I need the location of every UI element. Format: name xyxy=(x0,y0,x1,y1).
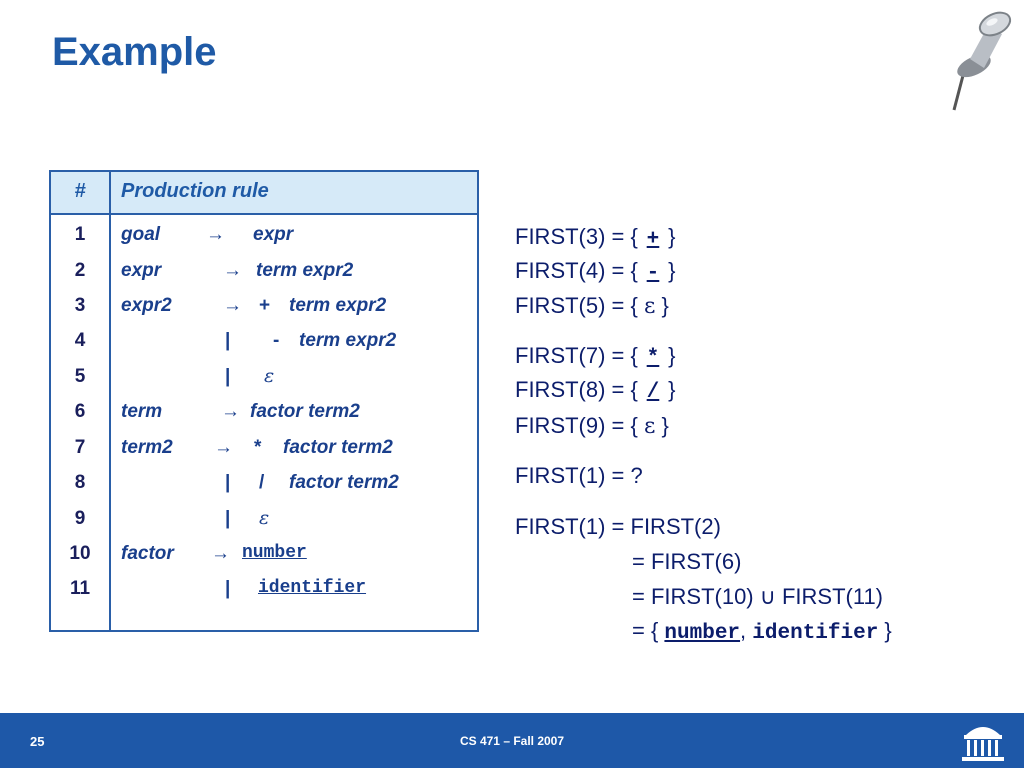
rule-number: 11 xyxy=(69,578,91,599)
rule-number: 8 xyxy=(74,472,86,493)
rule-rhs: term expr2 xyxy=(256,260,354,281)
rule-lhs: expr xyxy=(121,260,162,281)
rule-number: 3 xyxy=(74,295,86,316)
terminal-number: number xyxy=(242,543,307,563)
slide-title: Example xyxy=(52,30,217,74)
table-header xyxy=(51,172,477,215)
rule-lhs: term xyxy=(121,401,163,422)
arrow-icon: → xyxy=(221,401,240,422)
rule-operator: + xyxy=(259,295,271,316)
rule-lhs: factor xyxy=(121,543,174,564)
footer-bar: 25 CS 471 – Fall 2007 xyxy=(0,713,1024,768)
page-number: 25 xyxy=(30,734,45,749)
rule-operator: * xyxy=(254,437,262,458)
rotunda-logo-icon xyxy=(962,727,1004,761)
arrow-icon: → xyxy=(206,224,225,245)
rule-lhs: goal xyxy=(121,224,161,245)
rule-operator: / xyxy=(259,472,265,493)
rule-number: 10 xyxy=(69,543,91,564)
rule-number: 6 xyxy=(74,401,86,422)
first-set-line: FIRST(4) = { - } xyxy=(515,258,676,285)
production-table: # Production rule 1 2 3 4 5 6 7 8 9 10 1… xyxy=(49,170,479,632)
rule-lhs: term2 xyxy=(121,437,173,458)
arrow-icon: → xyxy=(214,437,233,458)
column-divider xyxy=(109,172,111,630)
rule-number: 5 xyxy=(74,366,86,387)
alt-bar: | xyxy=(225,366,231,387)
derivation-line: FIRST(1) = FIRST(2) xyxy=(515,514,721,539)
first-set-line: FIRST(7) = { * } xyxy=(515,343,676,370)
first-set-line: FIRST(9) = { ε } xyxy=(515,413,669,439)
rule-operator: - xyxy=(273,330,280,351)
first-set-line: FIRST(8) = { / } xyxy=(515,377,676,404)
arrow-icon: → xyxy=(223,260,242,281)
rule-number: 2 xyxy=(74,260,86,281)
rule-number: 9 xyxy=(74,508,86,529)
derivation-line: = FIRST(6) xyxy=(632,549,742,574)
first-set-line: FIRST(3) = { + } xyxy=(515,224,676,251)
rule-rhs: term expr2 xyxy=(289,295,387,316)
rule-rhs: expr xyxy=(253,224,294,245)
derivation-line: = { number, identifier } xyxy=(632,618,892,645)
arrow-icon: → xyxy=(211,543,230,564)
rule-rhs: factor term2 xyxy=(250,401,360,422)
alt-bar: | xyxy=(225,472,231,493)
rule-number: 1 xyxy=(74,224,86,245)
header-production-rule: Production rule xyxy=(121,180,269,202)
rule-rhs: term expr2 xyxy=(299,330,397,351)
derivation-line: = FIRST(10) ∪ FIRST(11) xyxy=(632,584,884,609)
pushpin-icon xyxy=(952,11,1012,111)
first-set-line: FIRST(5) = { ε } xyxy=(515,293,669,319)
terminal-identifier: identifier xyxy=(258,578,367,598)
alt-bar: | xyxy=(225,578,231,599)
epsilon-symbol: ε xyxy=(264,365,275,387)
rule-lhs: expr2 xyxy=(121,295,172,316)
alt-bar: | xyxy=(225,330,231,351)
header-number: # xyxy=(74,180,86,202)
rule-rhs: factor term2 xyxy=(289,472,399,493)
alt-bar: | xyxy=(225,508,231,529)
rule-number: 4 xyxy=(74,330,86,351)
rule-number: 7 xyxy=(74,437,86,458)
rule-rhs: factor term2 xyxy=(283,437,393,458)
epsilon-symbol: ε xyxy=(259,507,270,529)
first-question: FIRST(1) = ? xyxy=(515,463,643,488)
course-label: CS 471 – Fall 2007 xyxy=(459,734,565,748)
arrow-icon: → xyxy=(223,295,242,316)
